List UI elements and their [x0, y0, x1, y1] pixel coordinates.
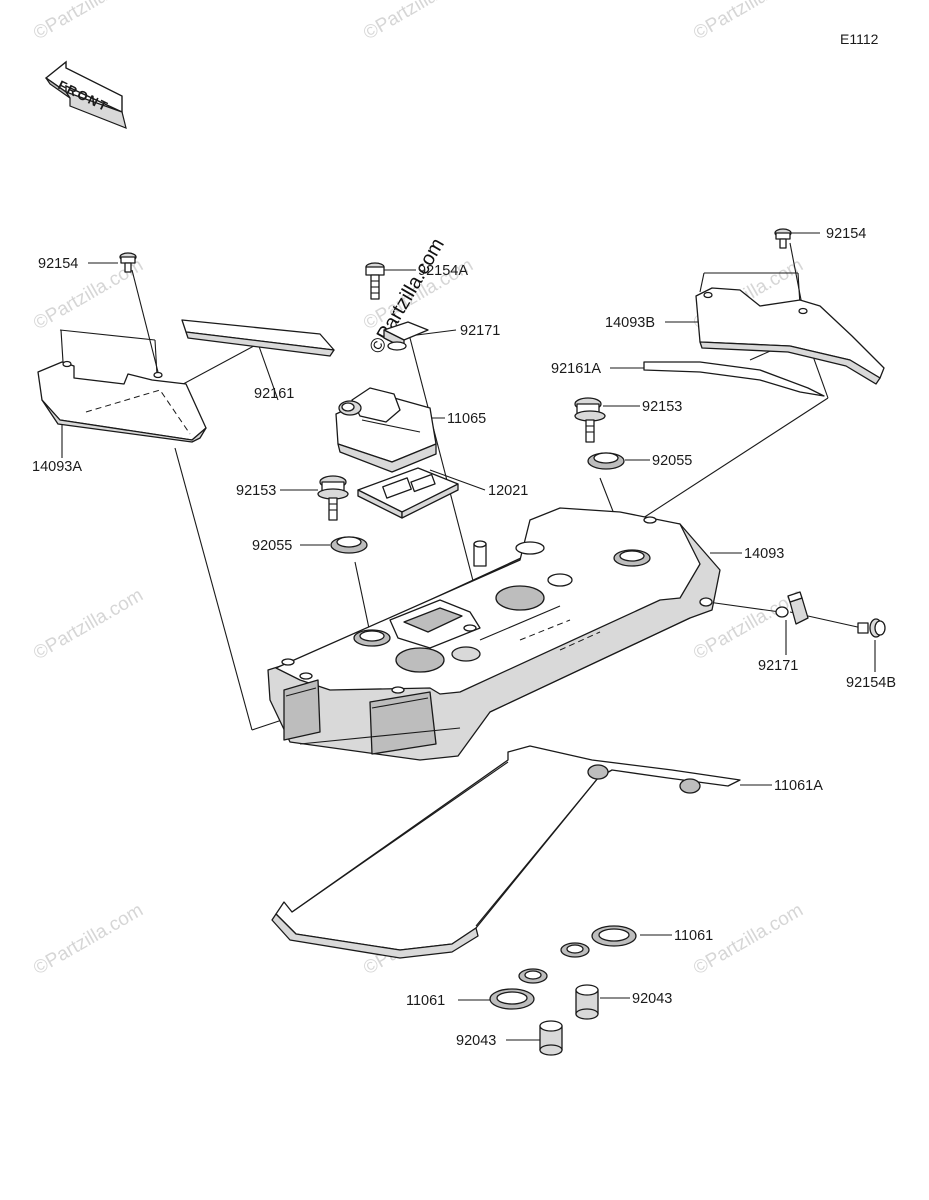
callout-11061-left: 11061: [406, 993, 445, 1009]
callout-92043-right: 92043: [632, 991, 672, 1007]
watermark: ©Partzilla.com: [30, 900, 147, 980]
callout-92153-left: 92153: [236, 483, 276, 499]
callout-92171-right: 92171: [758, 658, 798, 674]
bolt-92154b: [857, 618, 886, 638]
callout-11065: 11065: [447, 411, 486, 427]
callout-14093a: 14093A: [32, 459, 82, 475]
right-cover-14093b: [695, 287, 885, 385]
dowel-92043-left: [539, 1020, 563, 1056]
gasket-11061a: [271, 745, 741, 959]
cylinder-head-cover-14093: [267, 507, 721, 761]
bolt-92153-right: [574, 397, 606, 443]
callout-92153-right: 92153: [642, 399, 682, 415]
gasket-12021: [357, 467, 459, 519]
callout-92055-right: 92055: [652, 453, 692, 469]
clamp-92171-top: [383, 321, 429, 351]
left-cover-14093a: [37, 360, 207, 443]
callout-labels: 92154 92154 92154A 92171 14093B 92161A 9…: [32, 226, 896, 1049]
seal-strip-92161a: [643, 361, 825, 397]
callout-92154-left: 92154: [38, 256, 78, 272]
callout-92171-top: 92171: [460, 323, 500, 339]
callout-11061-right: 11061: [674, 928, 713, 944]
o-ring-11061-right: [560, 925, 637, 958]
watermark: ©Partzilla.com: [30, 0, 147, 44]
breather-cover-11065: [335, 387, 437, 473]
watermark: ©Partzilla.com: [690, 0, 807, 44]
dowel-92043-right: [575, 984, 599, 1020]
washer-92055-left: [330, 536, 368, 554]
bolt-92154-left: [119, 252, 137, 273]
callout-92055-left: 92055: [252, 538, 292, 554]
callout-11061a: 11061A: [774, 778, 823, 794]
callout-92154b: 92154B: [846, 675, 896, 691]
watermark: ©Partzilla.com: [30, 585, 147, 665]
front-arrow-icon: FRONT: [44, 60, 127, 129]
callout-14093b: 14093B: [605, 315, 655, 331]
o-ring-11061-left: [489, 968, 548, 1010]
clamp-92171-right: [775, 591, 809, 625]
callout-92161: 92161: [254, 386, 294, 402]
watermark: ©Partzilla.com: [360, 0, 477, 44]
callout-12021: 12021: [488, 483, 528, 499]
bolt-92154a: [365, 262, 385, 300]
callout-92043-left: 92043: [456, 1033, 496, 1049]
bolt-92154-right: [774, 228, 792, 249]
callout-14093: 14093: [744, 546, 784, 562]
callout-92154a: 92154A: [418, 263, 468, 279]
callout-92154-right: 92154: [826, 226, 866, 242]
washer-92055-right: [587, 452, 625, 470]
callout-92161a: 92161A: [551, 361, 601, 377]
bolt-92153-left: [317, 475, 349, 521]
seal-strip-92161: [181, 319, 335, 357]
diagram-code: E1112: [840, 31, 879, 47]
